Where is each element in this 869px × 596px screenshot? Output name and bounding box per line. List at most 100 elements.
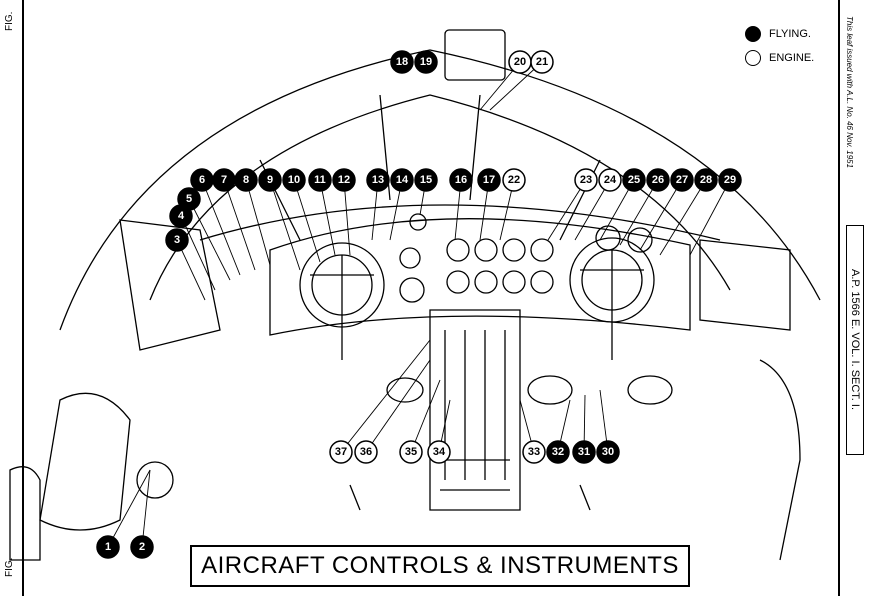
callout-number: 33 bbox=[528, 446, 540, 458]
publication-reference: A.P. 1566 E. VOL. I. SECT. I. bbox=[846, 225, 864, 455]
callout-number: 32 bbox=[552, 446, 564, 458]
callout-9: 9 bbox=[258, 168, 282, 192]
callout-number: 1 bbox=[105, 541, 111, 553]
flying-callout-marker bbox=[234, 168, 258, 192]
callout-18: 18 bbox=[390, 50, 414, 74]
callout-28: 28 bbox=[694, 168, 718, 192]
callout-number: 22 bbox=[508, 174, 520, 186]
callout-1: 1 bbox=[96, 535, 120, 559]
canopy-inner-frame bbox=[149, 94, 731, 301]
callout-number: 14 bbox=[396, 174, 409, 186]
flying-callout-marker bbox=[718, 168, 742, 192]
callout-31: 31 bbox=[572, 440, 596, 464]
engine-callout-marker bbox=[354, 440, 378, 464]
callout-29: 29 bbox=[718, 168, 742, 192]
engine-callout-marker bbox=[598, 168, 622, 192]
callout-10: 10 bbox=[282, 168, 306, 192]
callout-number: 25 bbox=[628, 174, 640, 186]
callout-24: 24 bbox=[598, 168, 622, 192]
flying-callout-marker bbox=[449, 168, 473, 192]
callout-16: 16 bbox=[449, 168, 473, 192]
flying-callout-marker bbox=[177, 187, 201, 211]
flying-callout-marker bbox=[694, 168, 718, 192]
flying-callout-marker bbox=[622, 168, 646, 192]
cockpit-line-art bbox=[9, 29, 821, 561]
flying-callout-marker bbox=[390, 50, 414, 74]
callout-17: 17 bbox=[477, 168, 501, 192]
callout-number: 35 bbox=[405, 446, 417, 458]
callout-2: 2 bbox=[130, 535, 154, 559]
flying-callout-marker bbox=[414, 50, 438, 74]
callout-33: 33 bbox=[522, 440, 546, 464]
engine-marker-icon bbox=[745, 50, 761, 66]
flying-callout-marker bbox=[258, 168, 282, 192]
callout-number: 37 bbox=[335, 446, 347, 458]
flying-callout-marker bbox=[414, 168, 438, 192]
callout-35: 35 bbox=[399, 440, 423, 464]
callout-8: 8 bbox=[234, 168, 258, 192]
callout-34: 34 bbox=[427, 440, 451, 464]
callout-12: 12 bbox=[332, 168, 356, 192]
legend-item-flying: FLYING. bbox=[745, 22, 814, 46]
left-floor-fitting bbox=[136, 461, 174, 499]
flying-callout-marker bbox=[572, 440, 596, 464]
callout-number: 30 bbox=[602, 446, 614, 458]
flying-callout-marker bbox=[282, 168, 306, 192]
callout-number: 12 bbox=[338, 174, 350, 186]
legend: FLYING. ENGINE. bbox=[745, 22, 814, 70]
left-seat bbox=[39, 392, 131, 531]
callout-32: 32 bbox=[546, 440, 570, 464]
callout-13: 13 bbox=[366, 168, 390, 192]
amendment-note: This leaf issued with A.L. No. 46 Nov. 1… bbox=[845, 16, 854, 169]
flying-callout-marker bbox=[546, 440, 570, 464]
callout-number: 36 bbox=[360, 446, 372, 458]
flying-callout-marker bbox=[130, 535, 154, 559]
callout-number: 7 bbox=[221, 174, 227, 186]
callout-15: 15 bbox=[414, 168, 438, 192]
right-side-panel bbox=[699, 239, 791, 331]
canopy-frame-posts bbox=[259, 94, 601, 241]
engine-callout-marker bbox=[427, 440, 451, 464]
callout-14: 14 bbox=[390, 168, 414, 192]
callout-number: 23 bbox=[580, 174, 592, 186]
throttle-levers bbox=[444, 330, 506, 480]
callout-number: 4 bbox=[178, 210, 185, 222]
callout-6: 6 bbox=[190, 168, 214, 192]
frame-right-rule bbox=[838, 0, 840, 596]
callout-number: 31 bbox=[578, 446, 590, 458]
flying-callout-marker bbox=[477, 168, 501, 192]
callout-number: 15 bbox=[420, 174, 432, 186]
callout-36: 36 bbox=[354, 440, 378, 464]
callout-23: 23 bbox=[574, 168, 598, 192]
flying-callout-marker bbox=[596, 440, 620, 464]
callout-number: 9 bbox=[267, 174, 273, 186]
engine-callout-marker bbox=[399, 440, 423, 464]
callout-11: 11 bbox=[308, 168, 332, 192]
legend-label-engine: ENGINE. bbox=[769, 52, 815, 64]
callout-number: 21 bbox=[536, 56, 548, 68]
page-title: AIRCRAFT CONTROLS & INSTRUMENTS bbox=[201, 552, 679, 579]
centre-pedestal bbox=[429, 309, 521, 511]
callout-number: 6 bbox=[199, 174, 205, 186]
callout-22: 22 bbox=[502, 168, 526, 192]
frame-left-rule bbox=[22, 0, 24, 596]
left-side-panel bbox=[119, 219, 221, 351]
callout-number: 26 bbox=[652, 174, 664, 186]
callout-21: 21 bbox=[530, 50, 554, 74]
callout-27: 27 bbox=[670, 168, 694, 192]
callout-25: 25 bbox=[622, 168, 646, 192]
flying-callout-marker bbox=[96, 535, 120, 559]
callout-number: 3 bbox=[174, 234, 180, 246]
callout-number: 20 bbox=[514, 56, 526, 68]
right-console bbox=[759, 359, 801, 561]
callout-number: 17 bbox=[483, 174, 495, 186]
engine-callout-marker bbox=[329, 440, 353, 464]
captain-rudder-pedal bbox=[386, 377, 424, 403]
engine-callout-marker bbox=[574, 168, 598, 192]
callout-number: 10 bbox=[288, 174, 300, 186]
legend-item-engine: ENGINE. bbox=[745, 46, 814, 70]
callout-leaders bbox=[107, 61, 731, 548]
roof-hatch bbox=[444, 29, 506, 81]
